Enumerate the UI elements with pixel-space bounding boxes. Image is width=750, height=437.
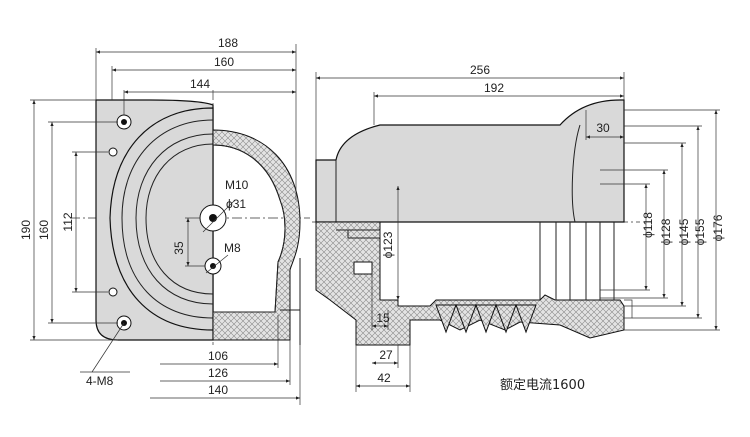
dim-192: 192	[484, 81, 504, 95]
side-view: 256 192 30 ϕ118 ϕ128 ϕ145 ϕ155 ϕ176 ϕ123	[312, 63, 725, 393]
dim-35: 35	[172, 241, 186, 255]
dim-d176: ϕ176	[711, 214, 725, 241]
dim-d123: ϕ123	[381, 231, 395, 258]
dim-d128: ϕ128	[659, 218, 673, 245]
dim-190: 190	[19, 220, 33, 240]
dim-126: 126	[208, 366, 228, 380]
dim-160-height: 160	[37, 220, 51, 240]
grading-ribs	[539, 222, 615, 300]
label-4-m8: 4-M8	[86, 374, 114, 388]
ring-inner	[145, 143, 214, 295]
front-view: 188 160 144 190 160 112 35 M10 ϕ31 M8 4-…	[19, 36, 310, 405]
label-d31: ϕ31	[226, 197, 246, 211]
rated-current-note: 额定电流1600	[500, 378, 585, 393]
dim-42: 42	[377, 371, 391, 385]
center-terminal-m10	[199, 204, 227, 232]
dim-140: 140	[208, 383, 228, 397]
dim-106: 106	[208, 349, 228, 363]
housing-outline	[109, 107, 214, 331]
dim-112: 112	[61, 212, 75, 231]
body-flange-line	[571, 124, 581, 223]
label-m8: M8	[224, 241, 241, 255]
side-body-upper	[315, 99, 625, 223]
end-step	[624, 299, 633, 319]
dim-d155: ϕ155	[693, 218, 707, 245]
label-m10: M10	[225, 178, 249, 192]
small-hole-lower	[108, 287, 118, 297]
dim-144: 144	[190, 77, 210, 91]
threaded-insert	[353, 261, 373, 275]
side-fins	[435, 303, 537, 334]
dim-d145: ϕ145	[677, 218, 691, 245]
ring-outer	[121, 119, 214, 319]
side-rubber-section	[315, 221, 625, 346]
dim-188: 188	[218, 36, 238, 50]
dim-256: 256	[470, 63, 490, 77]
dim-160-width: 160	[214, 55, 234, 69]
dim-30: 30	[596, 121, 610, 135]
mounting-hole-top-left	[116, 114, 132, 130]
small-hole-upper	[108, 147, 118, 157]
ring-middle	[135, 133, 214, 305]
dim-d118: ϕ118	[641, 212, 655, 238]
dim-27: 27	[379, 348, 393, 362]
dim-15: 15	[376, 311, 390, 325]
